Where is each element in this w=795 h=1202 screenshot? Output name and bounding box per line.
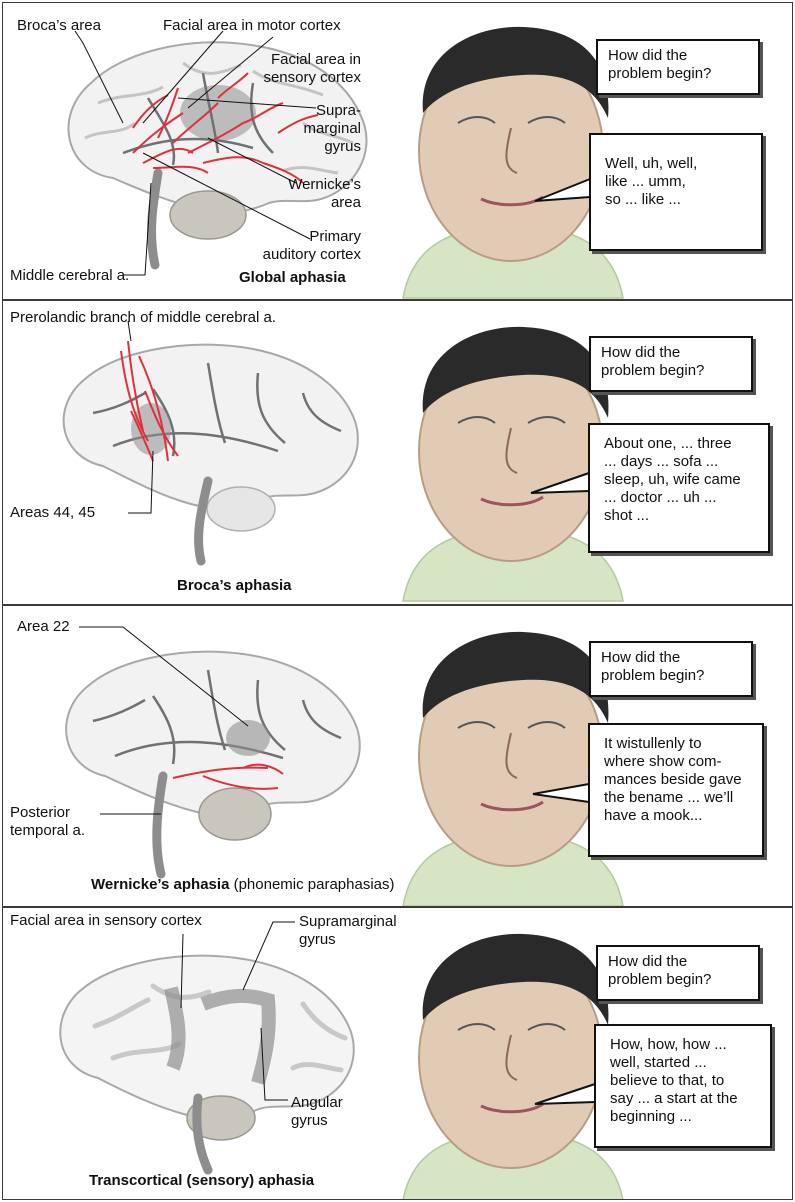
- panel-transcortical-sensory-aphasia: Facial area in sensory cortex Supramargi…: [2, 907, 793, 1200]
- panel-global-aphasia: Broca’s area Facial area in motor cortex…: [2, 2, 793, 300]
- patient-response-bubble: About one, ... three ... days ... sofa .…: [588, 423, 770, 553]
- panel-brocas-aphasia: Prerolandic branch of middle cerebral a.…: [2, 300, 793, 605]
- patient-response-bubble: How, how, how ... well, started ... beli…: [594, 1024, 772, 1148]
- patient-response-bubble: It wistullenly to where show com- mances…: [588, 723, 764, 857]
- panel-wernickes-aphasia: Area 22 Posterior temporal a. Wernicke’s…: [2, 605, 793, 907]
- patient-response-bubble: Well, uh, well, like ... umm, so ... lik…: [589, 133, 763, 251]
